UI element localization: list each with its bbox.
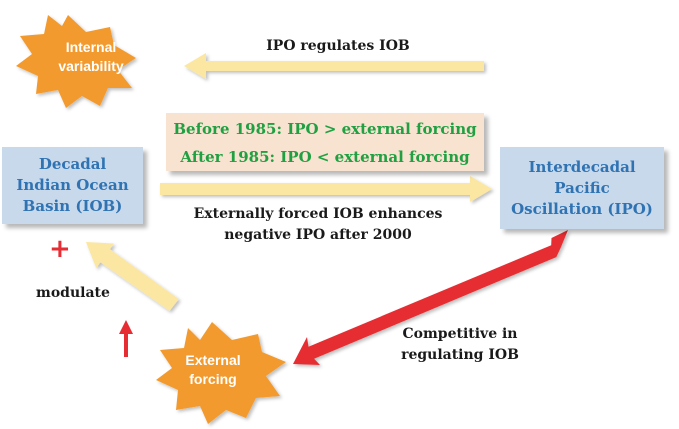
enhances-label: Externally forced IOB enhances negative …	[193, 206, 443, 243]
external-forcing-star	[156, 322, 286, 424]
before-1985-text: Before 1985: IPO > external forcing	[173, 120, 477, 138]
comparison-box: Before 1985: IPO > external forcing Afte…	[166, 113, 484, 171]
modulate-label: modulate	[36, 285, 110, 301]
internal-variability-label: Internal variability	[58, 39, 124, 74]
iob-box: Decadal Indian Ocean Basin (IOB)	[2, 147, 143, 224]
ipo-regulates-arrow	[184, 53, 484, 79]
ipo-regulates-iob-label: IPO regulates IOB	[266, 38, 410, 54]
after-1985-text: After 1985: IPO < external forcing	[180, 148, 470, 166]
increase-arrow-icon	[119, 320, 133, 357]
competitive-arrow	[293, 230, 568, 365]
ipo-label: Interdecadal Pacific Oscillation (IPO)	[511, 157, 653, 218]
internal-variability-star	[16, 15, 136, 108]
iob-label: Decadal Indian Ocean Basin (IOB)	[16, 155, 129, 215]
ipo-box: Interdecadal Pacific Oscillation (IPO)	[500, 147, 664, 229]
plus-sign: +	[49, 234, 71, 264]
competitive-label: Competitive in regulating IOB	[401, 326, 519, 363]
external-forcing-label: External forcing	[185, 352, 241, 387]
modulate-arrow	[86, 242, 179, 311]
iob-to-ipo-arrow	[160, 176, 492, 202]
